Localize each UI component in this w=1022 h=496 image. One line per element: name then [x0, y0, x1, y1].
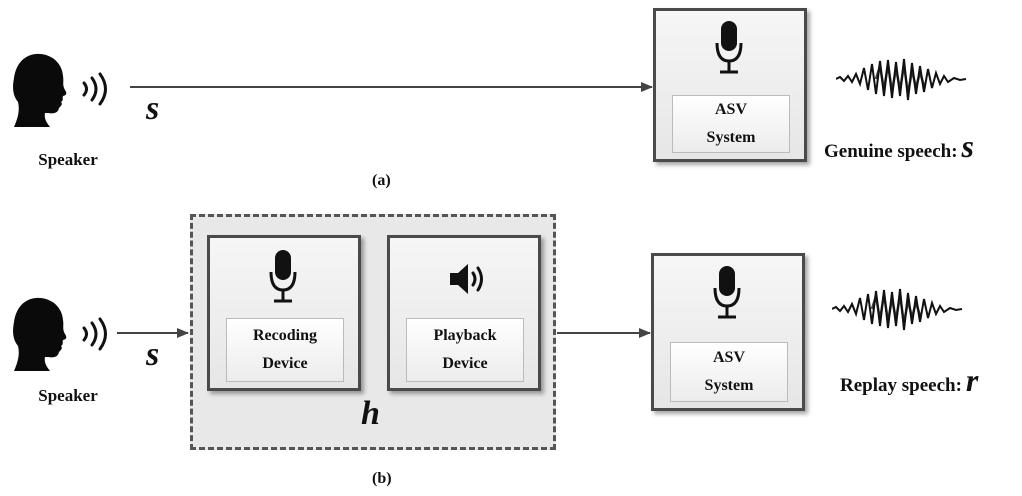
genuine-speech-symbol: s: [961, 128, 974, 164]
replay-speech-label: Replay speech:r: [840, 362, 978, 399]
replay-speech-text: Replay speech:: [840, 375, 962, 396]
speaker-label-b: Speaker: [38, 386, 98, 405]
recording-line2: Device: [262, 355, 308, 372]
replay-speech-symbol: r: [965, 362, 979, 398]
loudspeaker-icon: [450, 264, 483, 294]
recording-device-label: Recoding Device: [226, 318, 344, 382]
waveform-icon: [836, 58, 967, 101]
playback-device-box: Playback Device: [387, 235, 541, 391]
playback-device-label: Playback Device: [406, 318, 524, 382]
speaker-label-a: Speaker: [38, 150, 98, 169]
asv-line1-a: ASV: [714, 101, 747, 118]
asv-line2-b: System: [704, 377, 754, 394]
waveform-icon: [832, 288, 963, 331]
asv-line2-a: System: [706, 129, 756, 146]
asv-system-label-b: ASV System: [670, 342, 788, 402]
asv-line1-b: ASV: [712, 349, 745, 366]
playback-line2: Device: [442, 355, 488, 372]
playback-line1: Playback: [433, 327, 497, 344]
microphone-icon: [713, 266, 741, 319]
asv-system-box-b: ASV System: [651, 253, 805, 411]
microphone-icon: [715, 21, 743, 74]
microphone-icon: [269, 250, 297, 303]
sound-waves-icon: [82, 317, 107, 351]
sound-waves-icon: [82, 72, 107, 106]
speaker-head-icon: [13, 297, 67, 371]
signal-symbol-b: s: [146, 336, 160, 373]
genuine-speech-label: Genuine speech:s: [824, 128, 974, 165]
panel-label-b: (b): [372, 470, 392, 487]
recording-device-box: Recoding Device: [207, 235, 361, 391]
asv-system-box-a: ASV System: [653, 8, 807, 162]
signal-symbol-a: s: [146, 90, 160, 127]
genuine-speech-text: Genuine speech:: [824, 141, 958, 162]
recording-line1: Recoding: [253, 327, 317, 344]
asv-system-label-a: ASV System: [672, 95, 790, 153]
panel-label-a: (a): [372, 172, 391, 189]
speaker-head-icon: [13, 53, 67, 127]
channel-symbol: h: [361, 395, 380, 432]
